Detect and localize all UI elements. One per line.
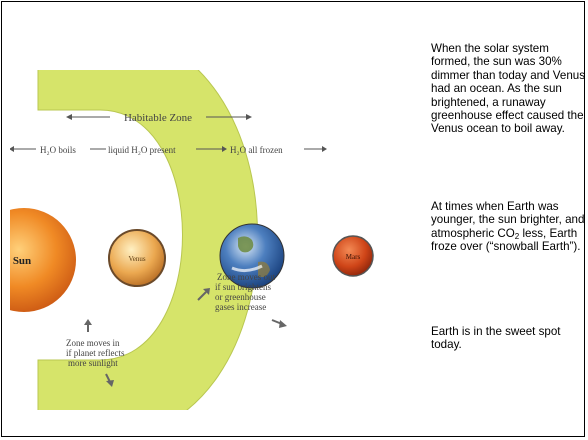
- sweet-spot-paragraph: Earth is in the sweet spot today.: [431, 325, 586, 352]
- venus-history-paragraph: When the solar system formed, the sun wa…: [431, 42, 586, 136]
- zone-out-arrow-1: [197, 291, 207, 301]
- habitable-zone-svg: Habitable Zone H₂O boils liquid H₂O pres…: [10, 70, 374, 410]
- habitable-zone-arrow-right-head: [246, 114, 252, 120]
- zone-out-arrow-2-head: [279, 320, 287, 328]
- sweet-spot-text: Earth is in the sweet spot today.: [431, 325, 561, 352]
- frozen-arrow-head: [322, 146, 327, 152]
- habitable-zone-diagram: Habitable Zone H₂O boils liquid H₂O pres…: [10, 70, 398, 410]
- habitable-zone-arrow-left-head: [66, 114, 72, 120]
- mars-label: Mars: [346, 253, 361, 261]
- earth-cloud: [231, 264, 263, 273]
- h2o-frozen-label: H₂O all frozen: [230, 145, 283, 155]
- earth-continent: [238, 236, 254, 253]
- boils-arrow-head: [10, 146, 14, 152]
- co2-subscript: 2: [514, 231, 520, 241]
- venus-icon: [108, 229, 166, 287]
- mars-icon: [332, 235, 374, 277]
- zone-out-arrow-1-head: [203, 288, 210, 295]
- liquid-h2o-label: liquid H₂O present: [108, 145, 176, 155]
- snowball-text-b: less, Earth froze over (“snowball Earth”…: [431, 226, 581, 254]
- venus-label: Venus: [128, 255, 145, 263]
- habitable-zone-label: Habitable Zone: [124, 112, 192, 124]
- sun-label: Sun: [13, 255, 31, 267]
- zone-in-arrow-2-head: [106, 380, 114, 387]
- zone-in-arrow-1-head: [84, 319, 92, 325]
- zone-moves-in-note: Zone moves in if planet reflects more su…: [66, 338, 127, 368]
- venus-history-text: When the solar system formed, the sun wa…: [431, 42, 586, 136]
- h2o-boils-label: H₂O boils: [40, 145, 76, 155]
- habitable-zone-band: [37, 70, 258, 410]
- liquid-arrow-right-head: [222, 146, 227, 152]
- snowball-earth-paragraph: At times when Earth was younger, the sun…: [431, 200, 586, 254]
- sun-icon: [10, 208, 76, 312]
- zone-moves-out-note: Zone moves out if sun brightens or green…: [215, 272, 277, 312]
- snowball-text-a: At times when Earth was younger, the sun…: [431, 200, 585, 240]
